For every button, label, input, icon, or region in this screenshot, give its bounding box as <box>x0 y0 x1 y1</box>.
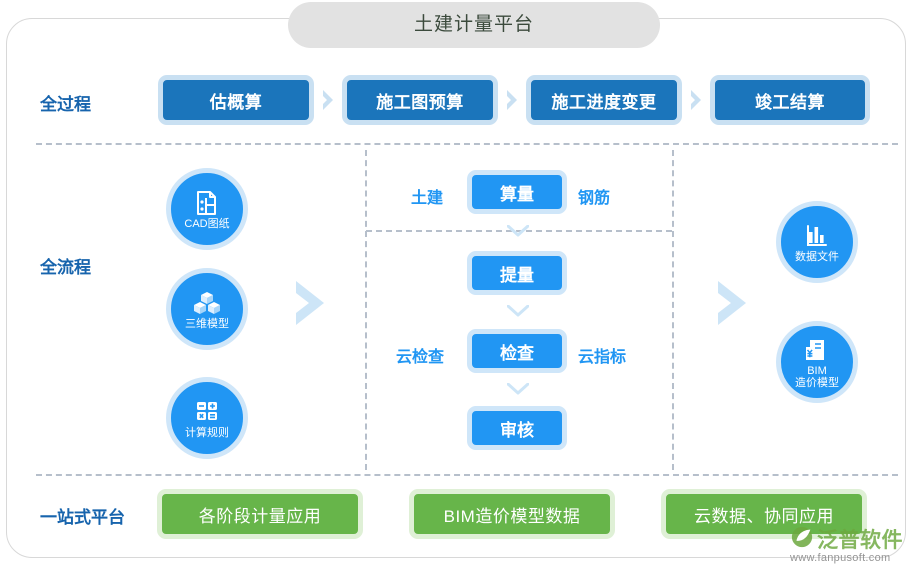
input-circle-3d-model[interactable]: 三维模型 <box>166 268 248 350</box>
calculator-icon <box>192 398 222 426</box>
flow-button-review[interactable]: 审核 <box>467 406 567 450</box>
chevron-right-big-icon <box>712 279 752 327</box>
flow-side-label-cloud-check: 云检查 <box>396 349 445 366</box>
flow-button-quantity-calc[interactable]: 算量 <box>467 170 567 214</box>
row-label-all-flow: 全流程 <box>40 258 91 277</box>
divider-middle-row <box>366 230 672 232</box>
cad-drawing-icon <box>192 189 222 217</box>
output-circle-bim-cost-model[interactable]: BIM 造价模型 <box>776 321 858 403</box>
output-circle-label: BIM 造价模型 <box>795 364 839 389</box>
cubes-3d-icon <box>192 289 222 317</box>
input-circle-cad-drawing[interactable]: CAD图纸 <box>166 168 248 250</box>
chevron-right-icon <box>320 88 336 112</box>
bar-chart-icon <box>802 222 832 250</box>
stage-button-estimate[interactable]: 估概算 <box>158 75 314 125</box>
flow-side-label-civil: 土建 <box>411 190 444 207</box>
row-label-all-process: 全过程 <box>40 95 91 114</box>
stage-button-final-settlement[interactable]: 竣工结算 <box>710 75 870 125</box>
divider-column-right <box>672 150 674 470</box>
flow-button-extract-quantity[interactable]: 提量 <box>467 251 567 295</box>
page-title: 土建计量平台 <box>288 2 660 48</box>
flow-side-label-rebar: 钢筋 <box>578 190 611 207</box>
platform-button-stage-applications[interactable]: 各阶段计量应用 <box>157 489 363 539</box>
chevron-down-icon <box>506 382 530 395</box>
divider-bottom <box>36 474 898 476</box>
chevron-down-icon <box>506 224 530 237</box>
chevron-down-icon <box>506 304 530 317</box>
flow-button-check[interactable]: 检查 <box>467 329 567 373</box>
chevron-right-icon <box>688 88 704 112</box>
row-label-one-stop-platform: 一站式平台 <box>40 508 125 527</box>
stage-button-construction-budget[interactable]: 施工图预算 <box>342 75 498 125</box>
input-circle-label: 计算规则 <box>185 426 229 439</box>
output-circle-data-file[interactable]: 数据文件 <box>776 201 858 283</box>
flow-side-label-cloud-index: 云指标 <box>578 349 627 366</box>
input-circle-label: 三维模型 <box>185 317 229 330</box>
stage-button-progress-change[interactable]: 施工进度变更 <box>526 75 682 125</box>
platform-button-cloud-collaboration[interactable]: 云数据、协同应用 <box>661 489 867 539</box>
chevron-right-icon <box>504 88 520 112</box>
divider-column-left <box>365 150 367 470</box>
chevron-right-big-icon <box>290 279 330 327</box>
platform-button-bim-cost-model-data[interactable]: BIM造价模型数据 <box>409 489 615 539</box>
input-circle-calculation-rule[interactable]: 计算规则 <box>166 377 248 459</box>
input-circle-label: CAD图纸 <box>184 217 230 230</box>
output-circle-label: 数据文件 <box>795 250 839 263</box>
divider-top <box>36 143 898 145</box>
building-price-icon <box>802 336 832 364</box>
